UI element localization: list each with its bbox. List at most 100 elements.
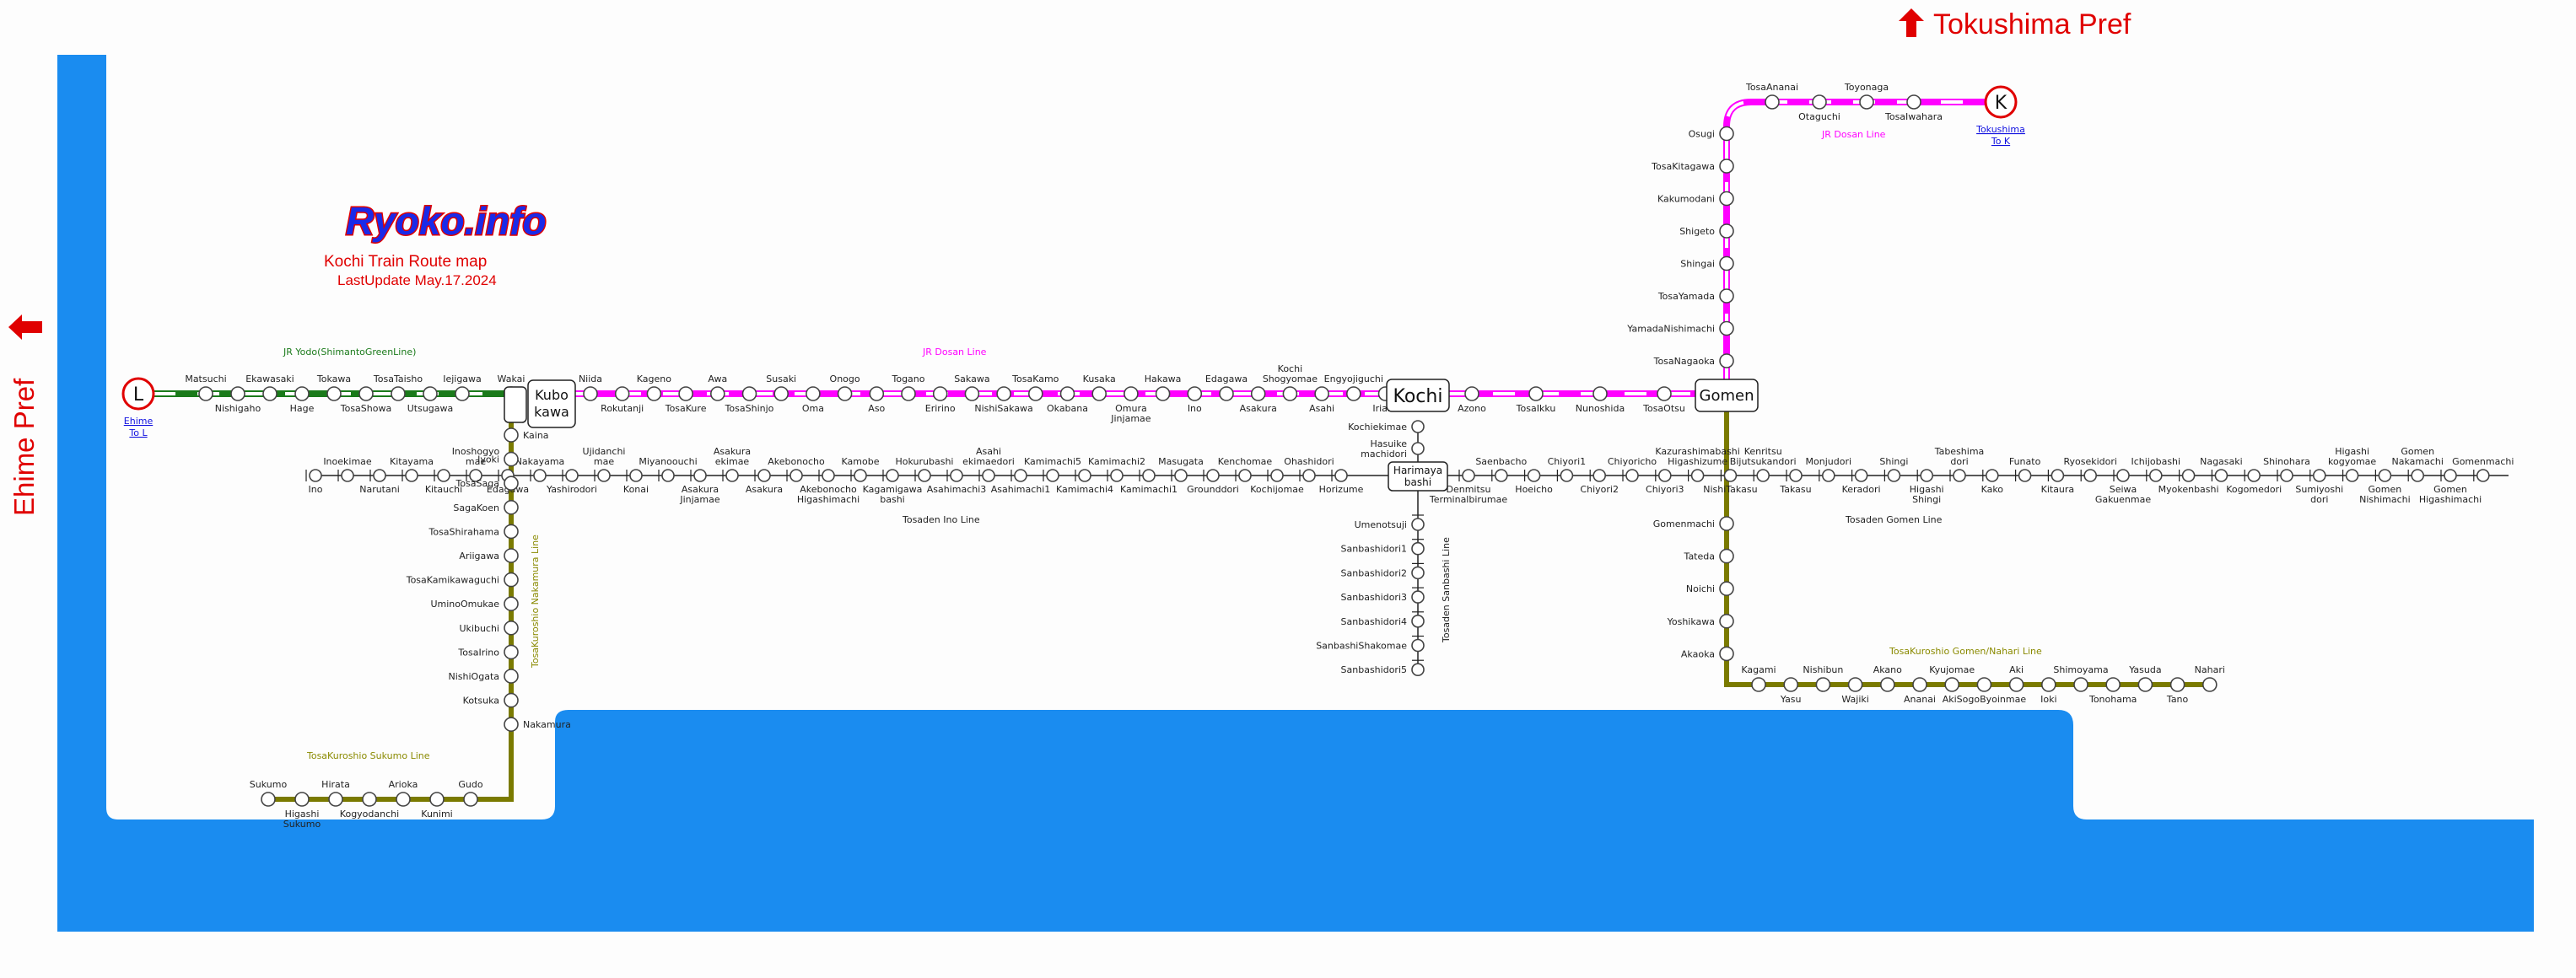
tosaden_west-station[interactable]: Horizume — [1319, 469, 1364, 495]
tosaden_west-station[interactable]: Asahimachi1 — [991, 469, 1051, 495]
tk_gomen-station[interactable]: Tonohama — [2088, 677, 2137, 705]
jr_yodo-station[interactable]: Ekawasaki — [245, 373, 294, 401]
jr_yodo-station[interactable]: Matsuchi — [185, 373, 227, 401]
sanbashi_lower-station[interactable]: Sanbashidori1 — [1341, 539, 1425, 556]
tosaden_east-station[interactable]: Chiyori1 — [1548, 456, 1587, 482]
jr_dosan_west-station[interactable]: Sakawa — [954, 373, 990, 401]
nakamura-station[interactable]: Nakamura — [504, 717, 571, 733]
tk_gomen-station[interactable]: Akano — [1873, 664, 1902, 692]
tosaden_west-station[interactable]: Kochijomae — [1250, 469, 1304, 495]
tk_gomen-station[interactable]: Aki — [2008, 664, 2024, 692]
jr_dosan_west-station[interactable]: Asakura — [1240, 386, 1277, 414]
nakamura-station[interactable]: TosaSaga — [455, 476, 519, 492]
tk_gomen_vertical-station[interactable]: Yoshikawa — [1667, 613, 1734, 629]
sanbashi_upper-station[interactable]: Kochiekimae — [1348, 420, 1425, 433]
tk_gomen-station[interactable]: Nishibun — [1803, 664, 1843, 692]
nakamura-station[interactable]: Ukibuchi — [459, 620, 519, 636]
tosaden_east-station[interactable]: Myokenbashi — [2158, 469, 2219, 495]
endpoint-K[interactable]: K Tokushima To K — [1975, 85, 2025, 147]
tosaden_west-station[interactable]: Masugata — [1158, 456, 1204, 482]
jr_yodo-station[interactable]: Tokawa — [316, 373, 351, 401]
tosaden_east-station[interactable]: Gomenmachi — [2452, 456, 2514, 482]
tosaden_east-station[interactable]: Hoeicho — [1515, 469, 1553, 495]
jr_dosan_east-station[interactable]: Azono — [1458, 386, 1486, 414]
jr_dosan_west-station[interactable]: TosaKamo — [1011, 373, 1059, 401]
pref-ehime[interactable]: Ehime Pref — [8, 314, 42, 516]
tk_gomen-station[interactable]: Ananai — [1904, 677, 1936, 705]
tk_gomen-station[interactable]: Yasu — [1780, 677, 1802, 705]
tosaden_west-station[interactable]: Kamimachi1 — [1120, 469, 1178, 495]
jr_yodo-station[interactable]: Nishigaho — [215, 386, 261, 414]
endpoint-L-link-2[interactable]: To L — [128, 427, 148, 438]
jr_yodo-station[interactable]: TosaTaisho — [373, 373, 423, 401]
jr_dosan_west-station[interactable]: Aso — [868, 386, 886, 414]
jr_dosan_north-station[interactable]: TosaNagaoka — [1653, 353, 1734, 368]
nakamura-station[interactable]: NishiOgata — [449, 669, 519, 684]
tk_gomen-station[interactable]: Ioki — [2040, 677, 2057, 705]
tosaden_east-station[interactable]: Ichijobashi — [2131, 456, 2181, 482]
endpoint-L[interactable]: L Ehime To L — [121, 377, 155, 438]
nakamura-station[interactable]: TosaIrino — [457, 644, 519, 660]
nakamura-station[interactable]: Iyoki — [477, 451, 519, 467]
tosaden_west-station[interactable]: Asakura — [746, 469, 783, 495]
sukumo-station[interactable]: Kunimi — [421, 792, 453, 819]
tosaden_west-station[interactable]: Hokurubashi — [896, 456, 954, 482]
tosaden_west-station[interactable]: Kitauchi — [425, 469, 462, 495]
tosaden_east-station[interactable]: Monjudori — [1806, 456, 1852, 482]
tosaden_west-station[interactable]: Nakayama — [515, 456, 565, 482]
tosaden_east-station[interactable]: Kako — [1981, 469, 2004, 495]
jr_dosan_west-station[interactable]: Engyojiguchi — [1324, 373, 1383, 401]
jr_dosan_west-station[interactable]: Onogo — [830, 373, 860, 401]
tosaden_east-station[interactable]: Shinohara — [2263, 456, 2310, 482]
tk_gomen-station[interactable]: Shimoyama — [2053, 664, 2109, 692]
tosaden_east-station[interactable]: Nagasaki — [2200, 456, 2243, 482]
tosaden_east-station[interactable]: Kitaura — [2041, 469, 2075, 495]
sanbashi_lower-station[interactable]: Umenotsuji — [1355, 514, 1425, 531]
nakamura-station[interactable]: Ariigawa — [459, 548, 519, 563]
sukumo-station[interactable]: Arioka — [389, 779, 418, 807]
jr_dosan_west-station[interactable]: TosaShinjo — [725, 386, 774, 414]
tosaden_east-station[interactable]: Keradori — [1842, 469, 1881, 495]
jr_dosan_west-station[interactable]: Edagawa — [1205, 373, 1248, 401]
jr_dosan_north-station[interactable]: Osugi — [1689, 126, 1734, 142]
jr_dosan_north-station[interactable]: TosaKitagawa — [1651, 159, 1734, 174]
jr_dosan_west-station[interactable]: Togano — [891, 373, 925, 401]
tk_gomen_vertical-station[interactable]: Noichi — [1686, 581, 1734, 597]
hub-gomen[interactable]: Gomen — [1695, 379, 1759, 412]
tosaden_east-station[interactable]: Funato — [2009, 456, 2041, 482]
tk_gomen-station[interactable]: AkiSogoByoinmae — [1943, 677, 2027, 705]
jr_dosan_west-station[interactable]: NishiSakawa — [974, 386, 1033, 414]
jr_dosan_north-station[interactable]: YamadaNishimachi — [1626, 320, 1734, 336]
jr_dosan_west-station[interactable]: Asahi — [1309, 386, 1334, 414]
jr_dosan_west-station[interactable]: Ino — [1187, 386, 1203, 414]
tosaden_west-station[interactable]: Yashirodori — [546, 469, 597, 495]
tk_gomen-station[interactable]: Yasuda — [2128, 664, 2162, 692]
jr_dosan_north-station[interactable]: Shingai — [1680, 255, 1734, 271]
jr_yodo-station[interactable]: Iejigawa — [443, 373, 482, 401]
jr_dosan_west-station[interactable]: Awa — [708, 373, 727, 401]
tosaden_east-station[interactable]: Kogomedori — [2226, 469, 2282, 495]
hub-kochi[interactable]: Kochi — [1386, 379, 1450, 412]
tk_gomen-station[interactable]: Tano — [2166, 677, 2189, 705]
tosaden_west-station[interactable]: Grounddori — [1187, 469, 1239, 495]
jr_dosan_west-station[interactable]: Rokutanji — [601, 386, 644, 414]
tosaden_west-station[interactable]: Kenchomae — [1218, 456, 1273, 482]
jr_dosan_top-station[interactable]: Toyonaga — [1844, 82, 1889, 110]
endpoint-K-link-2[interactable]: To K — [1991, 136, 2011, 147]
tk_gomen-station[interactable]: Wajiki — [1841, 677, 1869, 705]
pref-tokushima[interactable]: Tokushima Pref — [1899, 8, 2131, 40]
